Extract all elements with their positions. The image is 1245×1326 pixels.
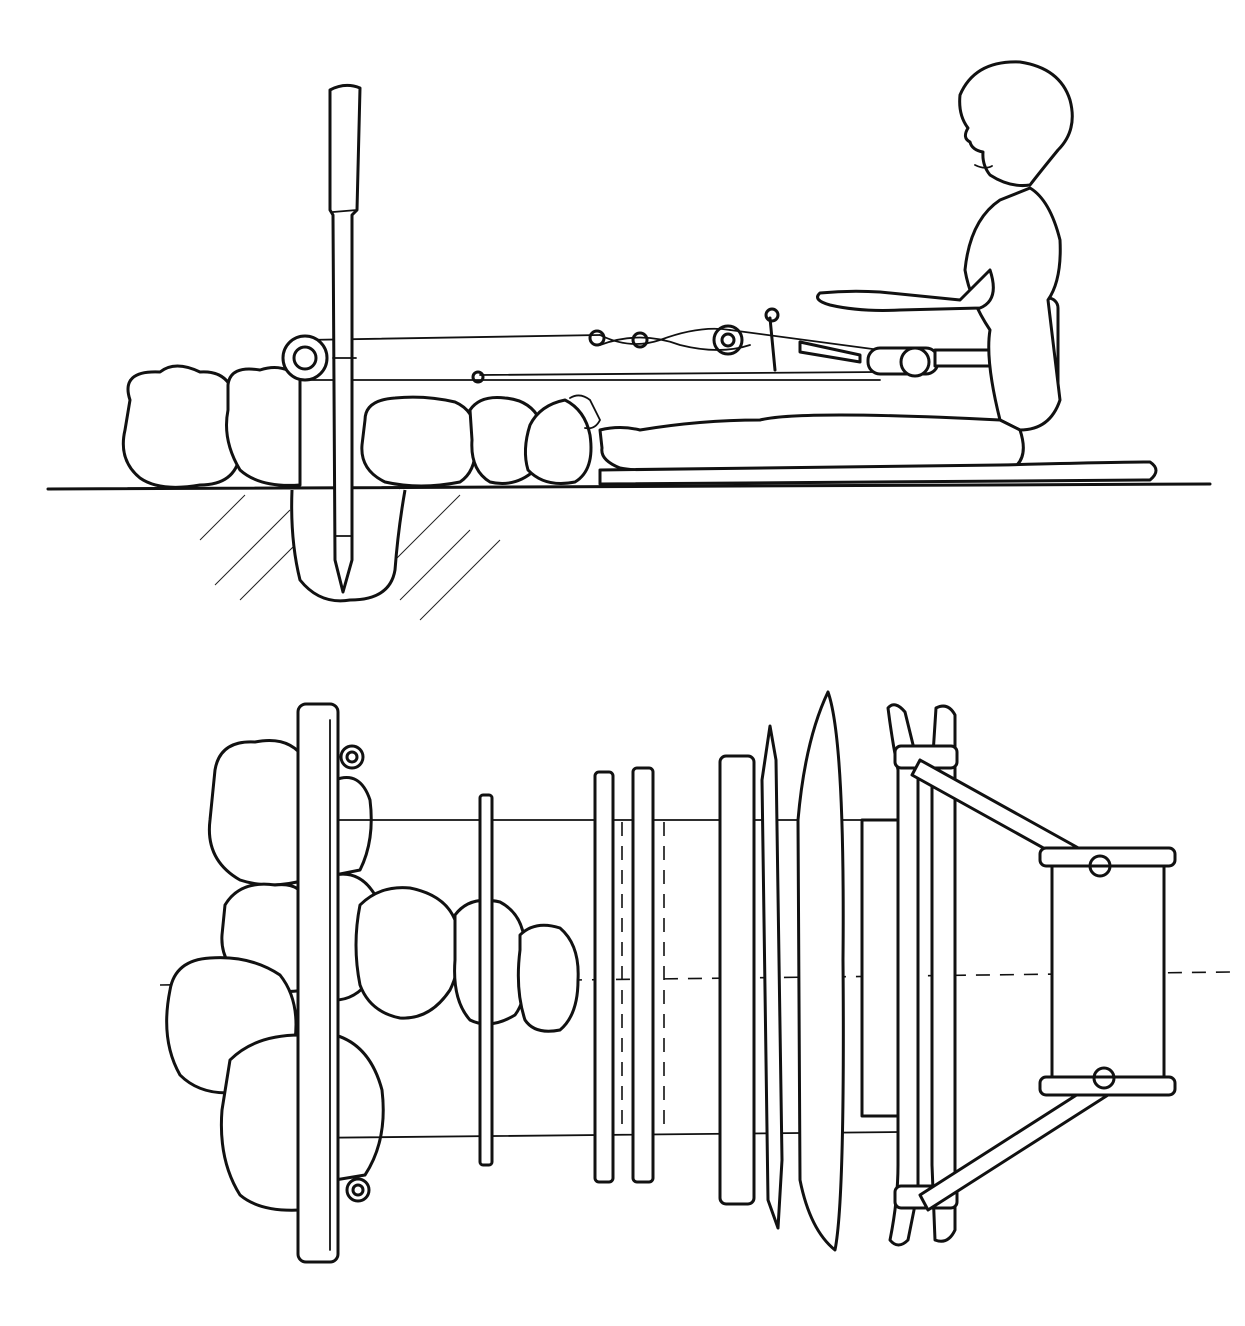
side-rods bbox=[588, 307, 862, 372]
backstrap-pad bbox=[1038, 846, 1177, 1097]
stone-2 bbox=[225, 366, 302, 487]
side-stones bbox=[121, 364, 593, 489]
top-view bbox=[159, 690, 1231, 1264]
sword bbox=[760, 690, 845, 1252]
stone-5 bbox=[523, 398, 593, 485]
weaver-mat bbox=[598, 460, 1158, 486]
side-warp bbox=[304, 327, 881, 381]
tie-loop-bottom bbox=[345, 1177, 371, 1203]
top-warp-beam bbox=[296, 702, 371, 1264]
weaver-arm bbox=[816, 268, 995, 312]
weaver bbox=[569, 60, 1158, 486]
ground bbox=[46, 482, 1212, 621]
lease-rod bbox=[478, 793, 494, 1167]
top-shed-rods bbox=[593, 766, 665, 1184]
stone-3 bbox=[360, 395, 477, 488]
sword-side bbox=[798, 340, 862, 364]
heddle-stick bbox=[718, 754, 756, 1206]
side-view bbox=[46, 60, 1212, 621]
weaver-head bbox=[958, 60, 1074, 187]
weaver-legs bbox=[598, 413, 1025, 473]
tie-loop-top bbox=[339, 744, 365, 770]
stone-1 bbox=[121, 364, 244, 489]
side-warp-beam bbox=[281, 334, 485, 384]
woven-cloth bbox=[860, 818, 904, 1118]
stake bbox=[328, 83, 362, 594]
top-stones bbox=[165, 739, 580, 1212]
weaver-torso bbox=[963, 186, 1062, 432]
